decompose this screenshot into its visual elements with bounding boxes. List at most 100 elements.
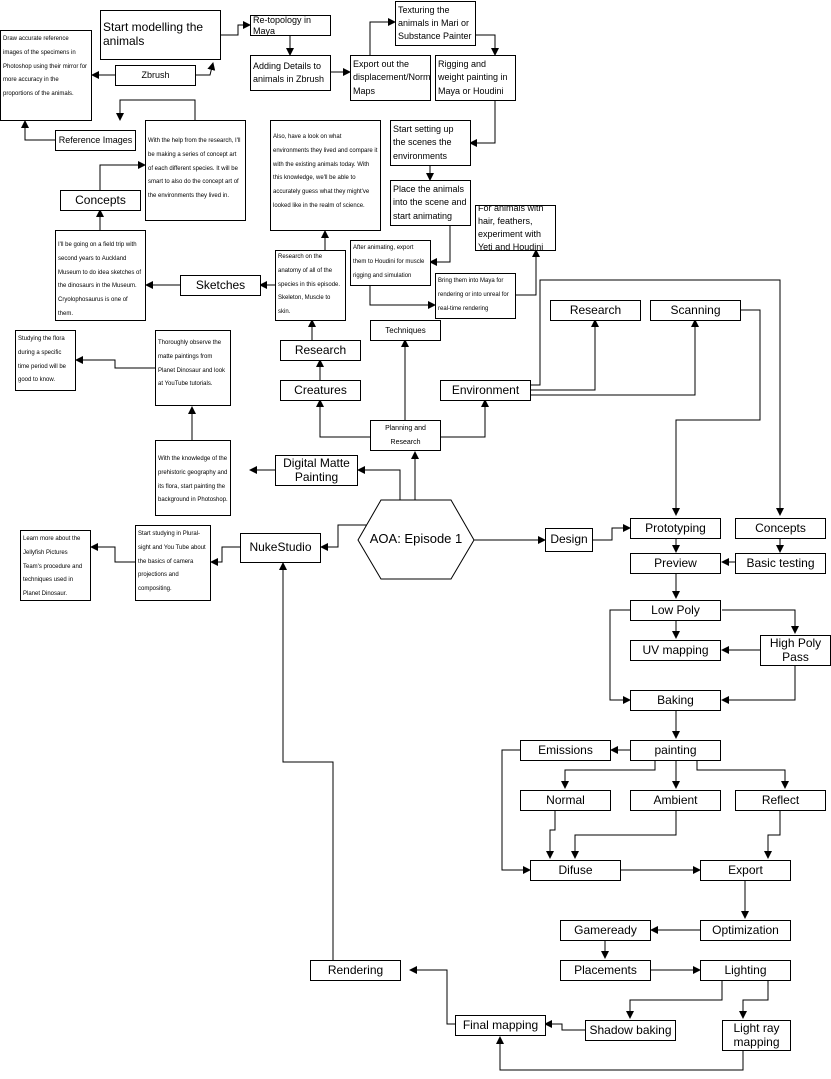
- dmp-node[interactable]: Digital Matte Painting: [275, 455, 358, 486]
- reference-images-label: Reference Images: [58, 135, 133, 146]
- lighting-node[interactable]: Lighting: [700, 960, 791, 981]
- export-node[interactable]: Export: [700, 860, 791, 881]
- baking-node[interactable]: Baking: [630, 690, 721, 711]
- shadow-baking-node[interactable]: Shadow baking: [585, 1020, 676, 1041]
- environment-node[interactable]: Environment: [440, 380, 531, 401]
- rendering-node[interactable]: Rendering: [310, 960, 401, 981]
- rigging-label: Rigging and weight painting in Maya or H…: [438, 59, 508, 96]
- creatures-node[interactable]: Creatures: [280, 380, 361, 401]
- prehistoric-node[interactable]: With the knowledge of the prehistoric ge…: [155, 440, 231, 516]
- gameready-label: Gameready: [574, 922, 637, 937]
- sketches-node[interactable]: Sketches: [180, 275, 261, 296]
- arrow-normal-to-difuse: [546, 810, 556, 859]
- center-title: AOA: Episode 1: [369, 531, 463, 546]
- pluralsight-node[interactable]: Start studying in Plural-sight and You T…: [135, 525, 211, 601]
- arrow-lighting-to-lightray: [739, 980, 769, 1019]
- low-poly-node[interactable]: Low Poly: [630, 600, 721, 621]
- ambient-node[interactable]: Ambient: [630, 790, 721, 811]
- nukestudio-node[interactable]: NukeStudio: [240, 533, 321, 563]
- rigging-node[interactable]: Rigging and weight painting in Maya or H…: [435, 55, 516, 101]
- concepts-top-node[interactable]: Concepts: [60, 190, 141, 211]
- prototyping-node[interactable]: Prototyping: [630, 518, 721, 539]
- arrow-matte-to-flora: [75, 356, 155, 369]
- export-label: Export: [728, 862, 763, 877]
- arrow-rendering-to-nuke: [279, 562, 334, 960]
- uv-mapping-label: UV mapping: [642, 642, 709, 657]
- preview-node[interactable]: Preview: [630, 553, 721, 574]
- arrow-texturing-to-rigging: [475, 34, 499, 56]
- difuse-node[interactable]: Difuse: [530, 860, 621, 881]
- emissions-label: Emissions: [538, 742, 593, 757]
- retopology-node[interactable]: Re-topology in Maya: [250, 15, 331, 36]
- painting-node[interactable]: painting: [630, 740, 721, 761]
- retopology-label: Re-topology in Maya: [253, 15, 312, 36]
- draw-reference-node[interactable]: Draw accurate reference images of the sp…: [0, 30, 92, 121]
- arrow-place-to-houdini: [429, 225, 451, 266]
- dmp-label: Digital Matte Painting: [283, 455, 350, 484]
- adding-details-label: Adding Details to animals in Zbrush: [253, 60, 325, 84]
- export-maps-label: Export out the displacement/Normal Maps: [353, 59, 431, 96]
- techniques-node[interactable]: Techniques: [370, 320, 441, 341]
- arrow-lightray-to-final: [496, 1036, 744, 1071]
- anatomy-node[interactable]: Research on the anatomy of all of the sp…: [275, 250, 346, 321]
- placements-node[interactable]: Placements: [560, 960, 651, 981]
- bring-maya-node[interactable]: Bring them into Maya for rendering or in…: [435, 273, 516, 319]
- export-maps-node[interactable]: Export out the displacement/Normal Maps: [350, 55, 431, 101]
- place-animals-label: Place the animals into the scene and sta…: [393, 184, 467, 221]
- reflect-node[interactable]: Reflect: [735, 790, 826, 811]
- flora-node[interactable]: Studying the flora during a specific tim…: [15, 330, 76, 391]
- prototyping-label: Prototyping: [645, 520, 706, 535]
- light-ray-node[interactable]: Light ray mapping: [722, 1020, 791, 1051]
- pluralsight-label: Start studying in Plural-sight and You T…: [138, 531, 206, 593]
- adding-details-node[interactable]: Adding Details to animals in Zbrush: [250, 55, 331, 91]
- normal-node[interactable]: Normal: [520, 790, 611, 811]
- high-poly-node[interactable]: High Poly Pass: [760, 635, 831, 666]
- field-trip-node[interactable]: I'll be going on a field trip with secon…: [55, 230, 146, 321]
- research-creatures-node[interactable]: Research: [280, 340, 361, 361]
- zbrush-node[interactable]: Zbrush: [115, 65, 196, 86]
- light-ray-label: Light ray mapping: [733, 1020, 780, 1049]
- concepts-node[interactable]: Concepts: [735, 518, 826, 539]
- gameready-node[interactable]: Gameready: [560, 920, 651, 941]
- research-env-node[interactable]: Research: [550, 300, 641, 321]
- matte-paintings-node[interactable]: Thoroughly observe the matte paintings f…: [155, 330, 231, 406]
- low-poly-label: Low Poly: [651, 602, 700, 617]
- environments-text-node[interactable]: Also, have a look on what environments t…: [270, 120, 381, 231]
- creatures-label: Creatures: [294, 382, 347, 397]
- start-modelling-node[interactable]: Start modelling the animals: [100, 10, 221, 60]
- arrow-environment-to-scanning: [530, 319, 699, 396]
- scanning-node[interactable]: Scanning: [650, 300, 741, 321]
- arrow-environment-to-bring: [530, 279, 784, 516]
- houdini-export-node[interactable]: After animating, export them to Houdini …: [350, 240, 431, 286]
- optimization-node[interactable]: Optimization: [700, 920, 791, 941]
- design-node[interactable]: Design: [545, 528, 593, 552]
- hair-feathers-node[interactable]: For animals with hair, feathers, experim…: [475, 205, 556, 251]
- jellyfish-node[interactable]: Learn more about the Jellyfish Pictures …: [20, 530, 91, 601]
- arrow-painting-to-normal: [561, 760, 656, 789]
- texturing-node[interactable]: Texturing the animals in Mari or Substan…: [395, 1, 476, 46]
- arrow-highpoly-to-baking: [721, 665, 796, 704]
- arrow-lighting-to-shadow: [626, 980, 723, 1019]
- arrow-bring-to-hair: [516, 249, 540, 296]
- arrow-final-to-rendering: [409, 966, 460, 1025]
- place-animals-node[interactable]: Place the animals into the scene and sta…: [390, 180, 471, 226]
- concept-art-text-node[interactable]: With the help from the research, I'll be…: [145, 120, 246, 221]
- normal-label: Normal: [546, 792, 585, 807]
- design-label: Design: [550, 532, 588, 547]
- anatomy-label: Research on the anatomy of all of the sp…: [278, 254, 341, 316]
- research-creatures-label: Research: [294, 342, 347, 357]
- basic-testing-label: Basic testing: [746, 555, 815, 570]
- uv-mapping-node[interactable]: UV mapping: [630, 640, 721, 661]
- concepts-top-label: Concepts: [75, 192, 126, 207]
- arrow-ambient-to-difuse: [571, 810, 677, 859]
- arrow-design-to-prototyping: [593, 524, 631, 541]
- arrow-plural-to-jellyfish: [90, 543, 136, 563]
- sketches-label: Sketches: [195, 277, 246, 292]
- arrow-refimages-to-draw: [21, 120, 55, 141]
- reference-images-node[interactable]: Reference Images: [55, 130, 136, 151]
- planning-node[interactable]: Planning and Research: [370, 420, 441, 451]
- emissions-node[interactable]: Emissions: [520, 740, 611, 761]
- basic-testing-node[interactable]: Basic testing: [735, 553, 826, 574]
- scene-setup-node[interactable]: Start setting up the scenes the environm…: [390, 120, 471, 166]
- final-mapping-node[interactable]: Final mapping: [455, 1015, 546, 1036]
